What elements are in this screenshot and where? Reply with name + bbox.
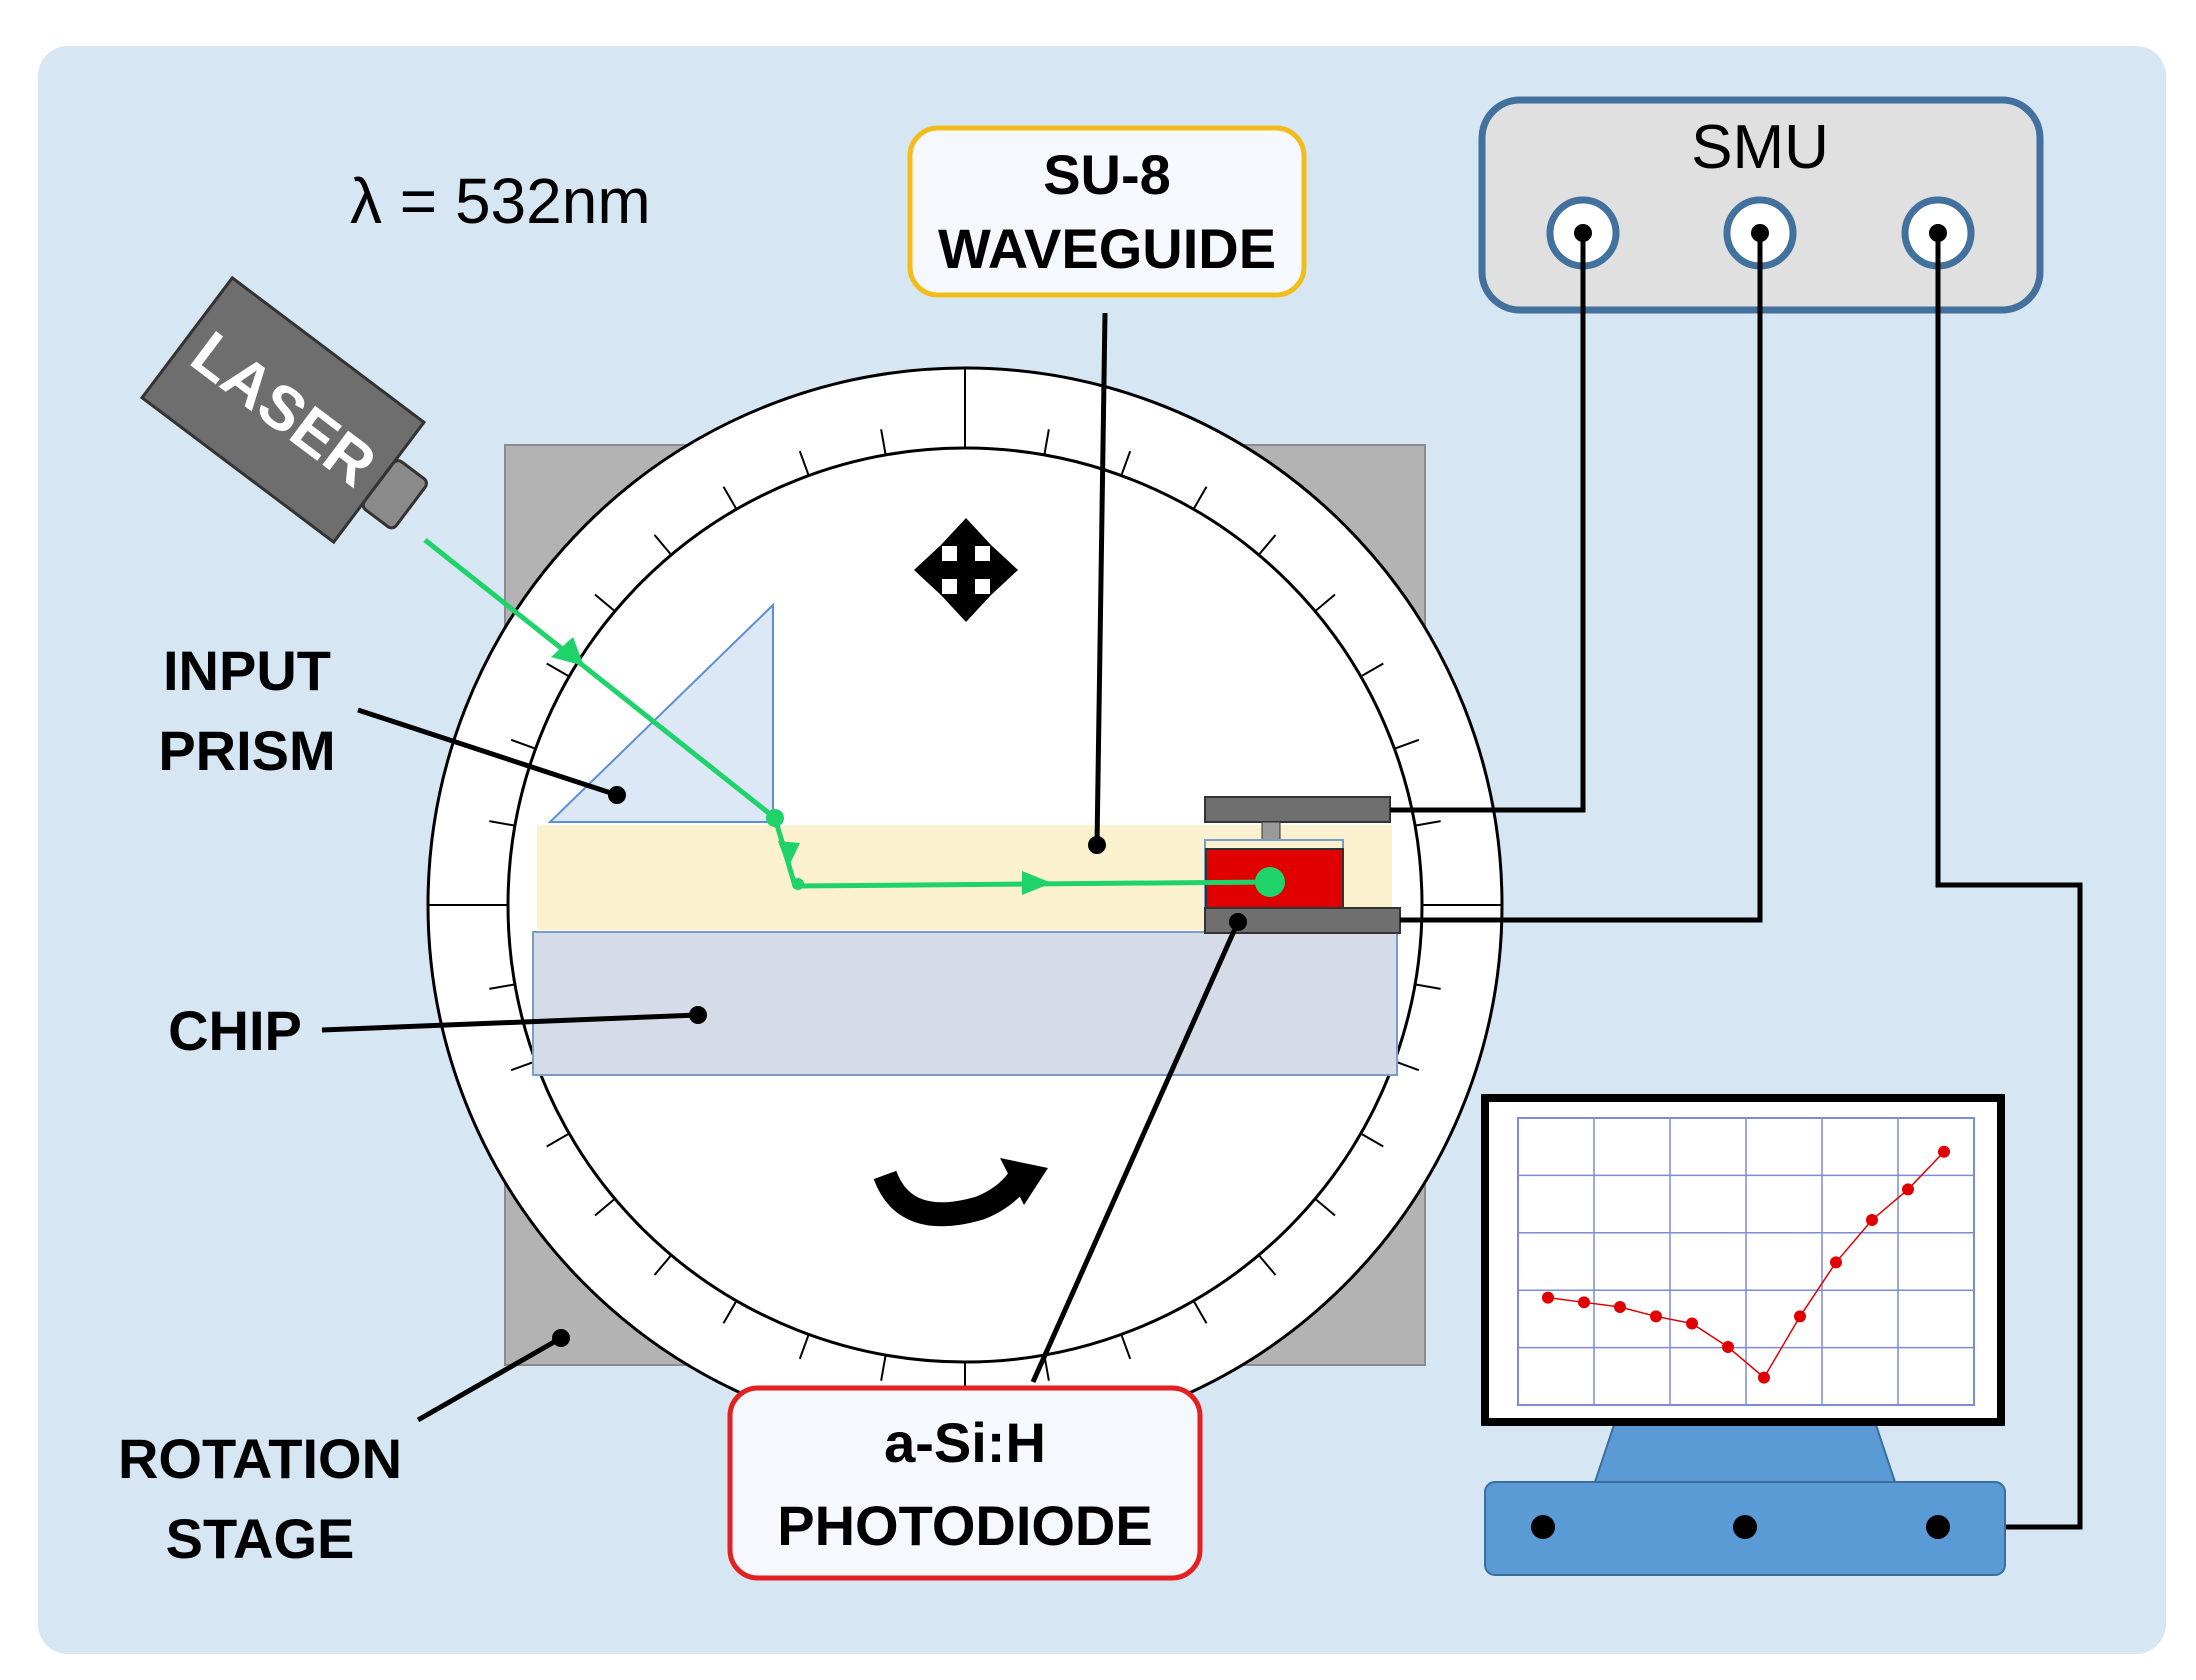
laser-beam: [423, 538, 1285, 897]
dial-tick: [546, 1132, 570, 1148]
prism-label-line2: PRISM: [158, 719, 335, 782]
wire-computer: [1935, 233, 2083, 1530]
dial-tick: [1314, 593, 1336, 613]
dial-tick: [1043, 429, 1050, 456]
rotation-stage-label-line2: STAGE: [166, 1507, 355, 1570]
rotation-stage-label-line1: ROTATION: [118, 1427, 402, 1490]
dial-tick: [653, 534, 673, 556]
plot-point: [1614, 1301, 1626, 1314]
dial-tick: [1192, 486, 1208, 510]
plot-point: [1758, 1371, 1770, 1384]
plot-point: [1650, 1310, 1662, 1323]
dial-tick: [798, 1334, 810, 1360]
dial-tick: [510, 1060, 536, 1072]
dial-tick: [1120, 1334, 1132, 1360]
input-prism: [547, 602, 774, 823]
dial-tick: [880, 429, 887, 456]
wires: [1390, 233, 2083, 1530]
monitor-stand: [1593, 1421, 1897, 1483]
plot-point: [1866, 1213, 1878, 1226]
dial-tick: [1192, 1300, 1208, 1324]
waveguide-callout: SU-8 WAVEGUIDE: [907, 125, 1307, 854]
move-arrows-icon: [914, 518, 1018, 622]
rotation-stage-callout: ROTATION STAGE: [118, 1329, 570, 1570]
dial-tick: [653, 1254, 673, 1276]
chip: [532, 931, 1398, 1076]
computer: [1481, 1094, 2006, 1576]
chip-label: CHIP: [168, 999, 302, 1062]
dial-tick: [1257, 534, 1277, 556]
dial-tick: [510, 738, 536, 750]
chip-callout: CHIP: [168, 999, 707, 1062]
smu-label: SMU: [1691, 113, 1829, 182]
computer-button-1: [1531, 1515, 1555, 1539]
dial-tick: [880, 1354, 887, 1381]
plot-point: [1830, 1256, 1842, 1269]
photodiode-post: [1261, 821, 1281, 841]
dial-tick: [594, 1197, 616, 1217]
prism-label-line1: INPUT: [163, 639, 331, 702]
dial-tick: [546, 662, 570, 678]
dial-tick: [798, 450, 810, 476]
wavelength-label: λ = 532nm: [350, 165, 651, 237]
plot-point: [1722, 1341, 1734, 1354]
plot-point: [1902, 1183, 1914, 1196]
plot-point: [1794, 1310, 1806, 1323]
dial-tick: [1414, 983, 1441, 990]
dial-tick: [1414, 820, 1441, 827]
wire-bottom-electrode: [1400, 233, 1763, 923]
photodiode-callout: a-Si:H PHOTODIODE: [727, 913, 1247, 1581]
dial-tick: [489, 983, 516, 990]
plot-point: [1542, 1291, 1554, 1304]
dial-tick: [1394, 738, 1420, 750]
photodiode-label-line1: a-Si:H: [884, 1411, 1046, 1474]
dial-tick: [1314, 1197, 1336, 1217]
dial-tick: [1360, 1132, 1384, 1148]
dial-tick: [722, 486, 738, 510]
dial-tick: [1120, 450, 1132, 476]
dial-tick: [1394, 1060, 1420, 1072]
wire-top-electrode: [1390, 233, 1586, 813]
plot-line: [1547, 1151, 1945, 1379]
computer-button-3: [1926, 1515, 1950, 1539]
dial-tick: [1257, 1254, 1277, 1276]
photodiode-top-electrode: [1204, 796, 1391, 823]
computer-button-2: [1733, 1515, 1757, 1539]
waveguide-label-line2: WAVEGUIDE: [938, 217, 1276, 280]
monitor-plot-grid: [1518, 1118, 1974, 1405]
dial-tick: [1360, 662, 1384, 678]
rotate-arrow-icon: [873, 1158, 1048, 1227]
dial-tick: [594, 593, 616, 613]
photodiode-label-line2: PHOTODIODE: [777, 1494, 1152, 1557]
dial-tick: [489, 820, 516, 827]
waveguide-label-line1: SU-8: [1043, 143, 1171, 206]
plot-point: [1686, 1317, 1698, 1330]
prism-callout: INPUT PRISM: [158, 639, 626, 804]
plot-point: [1578, 1296, 1590, 1309]
dial-tick: [722, 1300, 738, 1324]
monitor-plot-series: [1542, 1145, 1950, 1384]
plot-point: [1938, 1145, 1950, 1158]
